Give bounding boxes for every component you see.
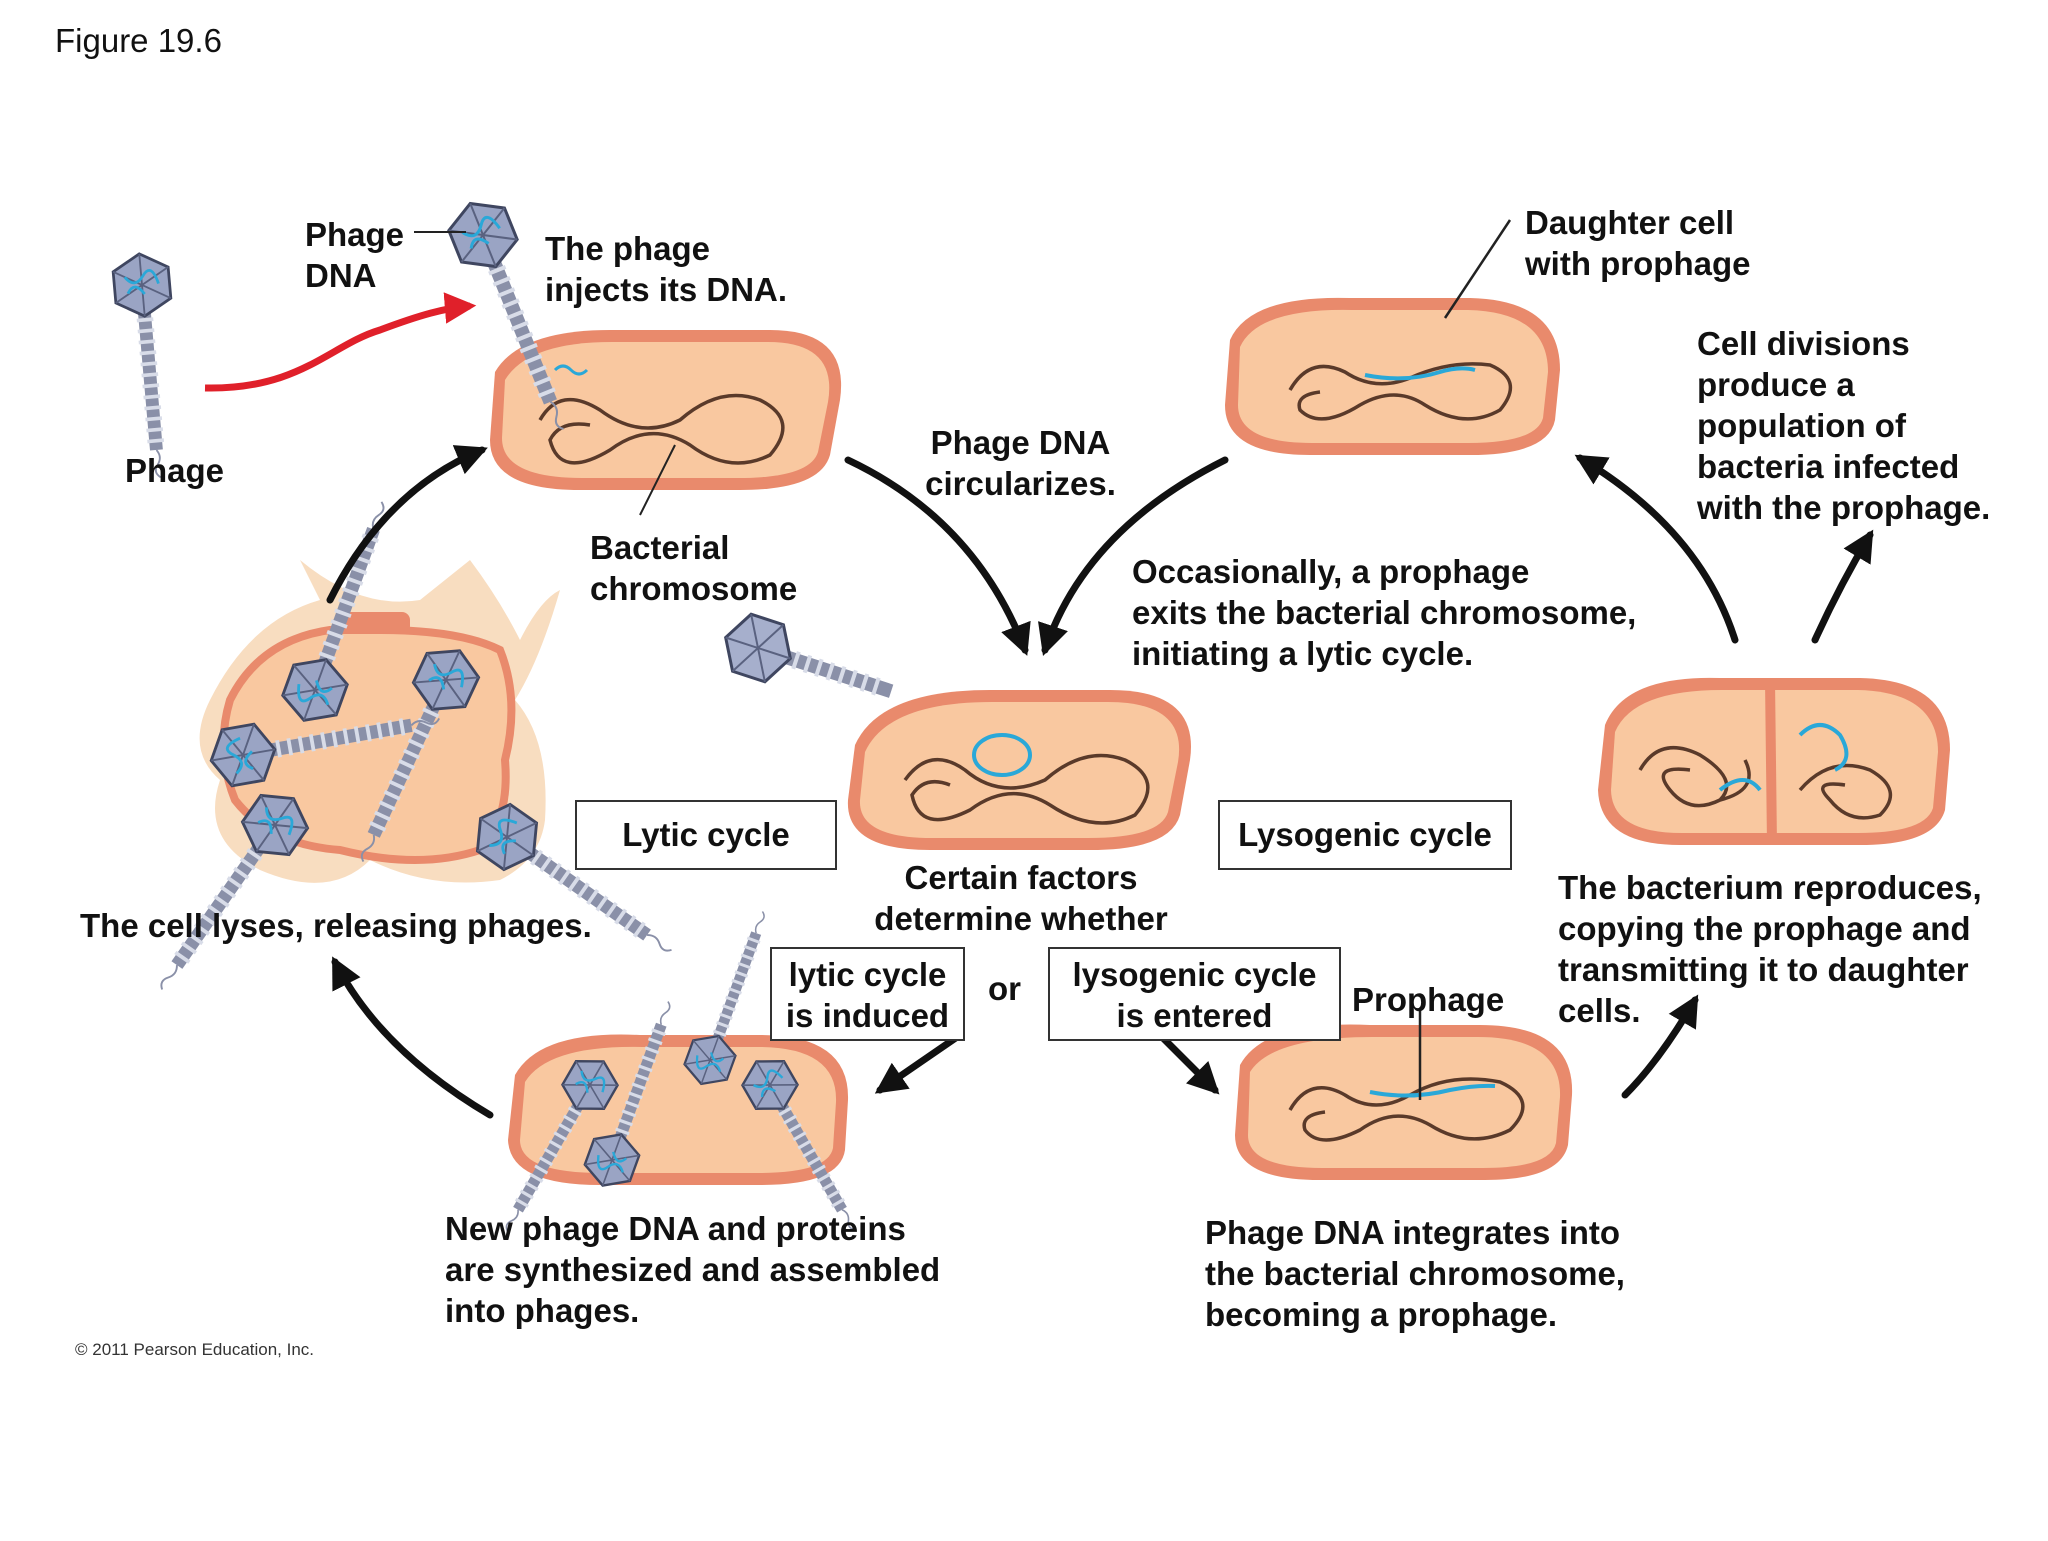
lysogenic-cycle-box: Lysogenic cycle [1218,800,1512,870]
lytic-cycle-box: Lytic cycle [575,800,837,870]
integrated-prophage [1369,1083,1496,1098]
lytic-induced-box: lytic cycle is induced [770,947,965,1041]
cell-daughter [1225,297,1560,455]
arrow-to-lysogenic [1156,1031,1220,1095]
phage-label: Phage [125,452,225,489]
cell-dividing [1598,677,1950,846]
cell-injection [490,330,842,490]
bacterial-chromosome-label: Bacterial chromosome [590,529,798,607]
certain-factors-label: Certain factors determine whether [874,859,1168,937]
occasionally-label: Occasionally, a prophage exits the bacte… [1132,553,1637,672]
arrow-divide-to-daughter [1574,454,1739,644]
copyright: © 2011 Pearson Education, Inc. [75,1340,315,1359]
new-phage-label: New phage DNA and proteins are synthesiz… [445,1210,941,1329]
integrates-label: Phage DNA integrates into the bacterial … [1205,1214,1625,1333]
arrow-to-lytic [874,1031,964,1094]
phage-dna-label: Phage DNA [305,216,405,294]
cell-divisions-label: Cell divisions produce a population of b… [1697,325,1991,526]
cycle-arrows [326,445,1874,1119]
bacterial-chromosome-loop [538,393,785,465]
cell-prophage [1235,1024,1573,1180]
circular-phage-dna [972,733,1032,777]
copied-prophage [1718,723,1849,792]
arrow-divide-population [1811,529,1874,644]
arrow-prophage-to-divide [1621,994,1699,1099]
or-label: or [988,970,1021,1007]
inject-label: The phage injects its DNA. [545,230,788,308]
cell-circularized [847,690,1191,850]
lyses-label: The cell lyses, releasing phages. [80,907,592,944]
cell-assembly [508,1034,849,1185]
circularizes-label: Phage DNA circularizes. [925,424,1116,502]
reproduces-label: The bacterium reproduces, copying the pr… [1558,869,1982,1029]
empty-phage-coat [714,606,903,722]
lysogenic-entered-box: lysogenic cycle is entered [1048,947,1341,1041]
injected-dna [553,364,589,376]
daughter-cell-label: Daughter cell with prophage [1525,204,1751,282]
red-arrow [204,292,477,392]
prophage-label: Prophage [1352,981,1505,1018]
figure-label: Figure 19.6 [55,22,222,59]
arrow-lysis-to-infect [326,445,488,604]
free-phage [109,249,189,482]
arrow-assembly-to-lysis [331,956,494,1119]
arrow-prophage-exit [1038,456,1229,656]
arrow-inject-to-circularize [844,456,1031,656]
